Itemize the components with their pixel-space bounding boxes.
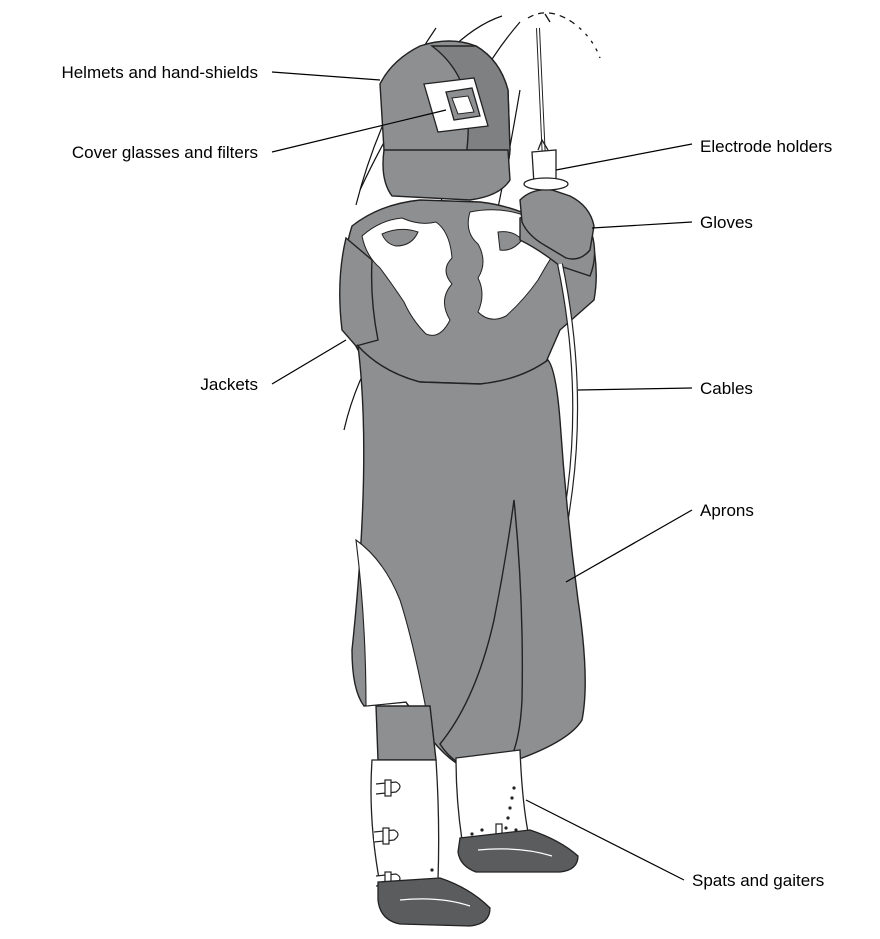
- label-electrode-holders: Electrode holders: [700, 137, 832, 156]
- label-jackets: Jackets: [200, 375, 258, 394]
- label-spats: Spats and gaiters: [692, 871, 824, 890]
- leader-gloves: [592, 222, 692, 228]
- welding-helmet: [380, 41, 510, 200]
- leader-jackets: [272, 340, 346, 384]
- label-cables: Cables: [700, 379, 753, 398]
- label-gloves: Gloves: [700, 213, 753, 232]
- label-cover-glasses: Cover glasses and filters: [72, 143, 258, 162]
- leader-cables: [578, 388, 692, 390]
- trousers: [376, 706, 436, 760]
- electrode-holder: [524, 28, 568, 190]
- leader-helmets: [272, 72, 380, 80]
- welder-figure: [340, 13, 600, 926]
- label-aprons: Aprons: [700, 501, 754, 520]
- gaiters: [371, 750, 528, 898]
- leader-electrode-holders: [556, 144, 692, 170]
- label-helmets: Helmets and hand-shields: [61, 63, 258, 82]
- leader-aprons: [566, 510, 692, 582]
